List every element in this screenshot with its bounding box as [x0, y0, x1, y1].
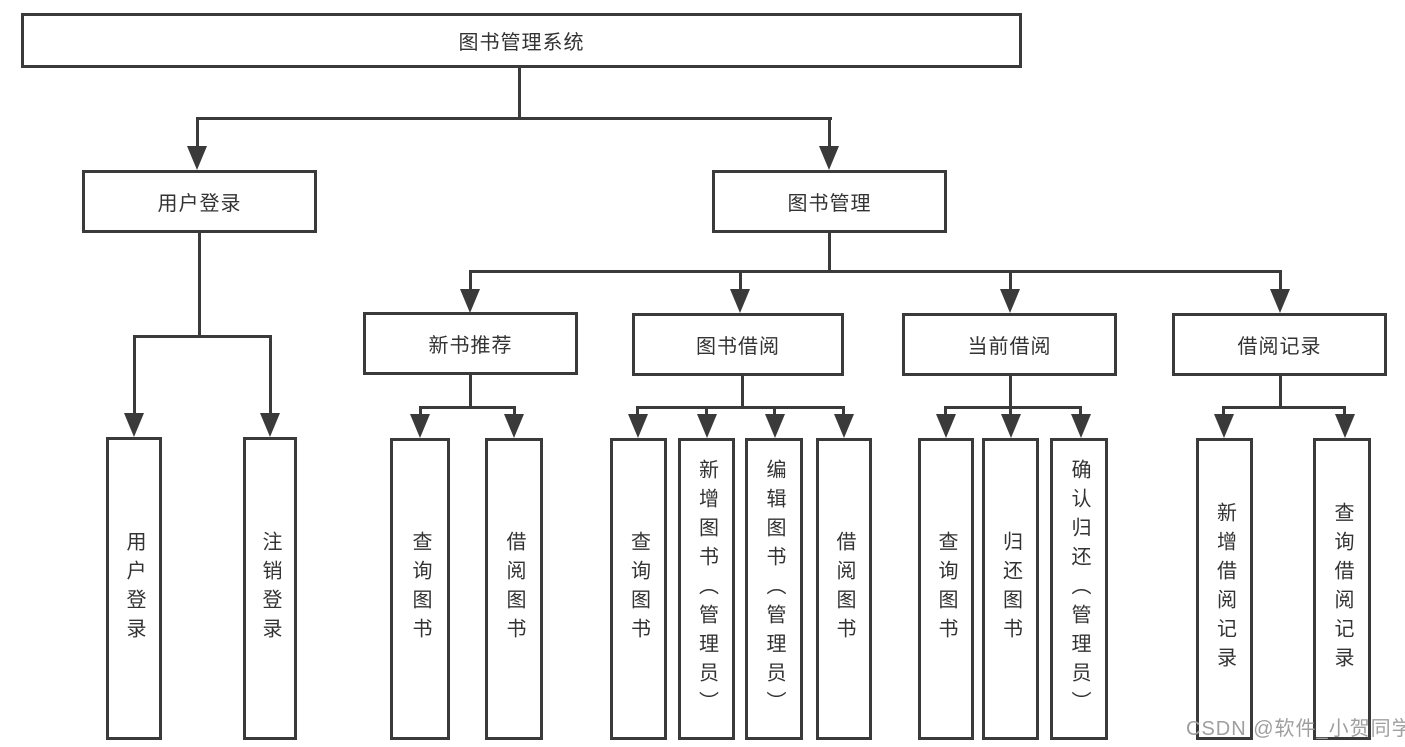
arrowhead-icon	[410, 414, 430, 438]
connector-line	[513, 406, 516, 416]
arrowhead-icon	[124, 413, 144, 437]
node-label: 归还图书	[999, 531, 1022, 647]
node-label: 查询图书	[627, 531, 650, 647]
arrowhead-icon	[1335, 414, 1355, 438]
connector-line	[1222, 406, 1225, 416]
node-label: 用户登录	[157, 193, 242, 215]
leaf-user-login: 用户登录	[106, 437, 162, 740]
connector-line	[1009, 270, 1012, 290]
node-label: 编辑图书（管理员）	[763, 458, 785, 720]
arrowhead-icon	[834, 414, 854, 438]
watermark: CSDN @软件_小贺同学	[1186, 718, 1405, 740]
connector-line	[739, 270, 742, 290]
node-label: 图书管理系统	[458, 32, 585, 54]
connector-line	[1079, 406, 1082, 416]
node-label: 新增借阅记录	[1213, 502, 1236, 676]
connector-line	[419, 406, 516, 409]
connector-line	[773, 406, 776, 416]
connector-line	[1009, 406, 1012, 416]
leaf-borrow-edit-admin: 编辑图书（管理员）	[745, 438, 803, 740]
arrowhead-icon	[260, 413, 280, 437]
node-borrow-records: 借阅记录	[1172, 313, 1387, 376]
connector-line	[196, 117, 199, 147]
connector-line	[196, 117, 832, 120]
connector-line	[705, 406, 708, 416]
node-label: 新增图书（管理员）	[695, 458, 718, 720]
node-label: 借阅图书	[833, 531, 855, 647]
connector-line	[133, 335, 136, 414]
node-book-borrow: 图书借阅	[632, 313, 844, 376]
node-label: 查询图书	[409, 531, 431, 647]
connector-line	[1279, 376, 1282, 408]
arrowhead-icon	[1000, 289, 1020, 313]
node-label: 确认归还（管理员）	[1068, 458, 1090, 720]
arrowhead-icon	[187, 146, 207, 170]
node-label: 新书推荐	[428, 335, 513, 357]
connector-line	[1279, 270, 1282, 290]
arrowhead-icon	[1214, 414, 1234, 438]
arrowhead-icon	[460, 289, 480, 313]
leaf-newbook-borrow: 借阅图书	[485, 438, 543, 740]
connector-line	[469, 375, 472, 408]
leaf-records-query: 查询借阅记录	[1313, 438, 1371, 740]
leaf-newbook-query: 查询图书	[390, 438, 450, 740]
arrowhead-icon	[1071, 414, 1091, 438]
connector-line	[944, 406, 1082, 409]
arrowhead-icon	[504, 414, 524, 438]
connector-line	[419, 406, 422, 416]
leaf-borrow-query: 查询图书	[610, 438, 667, 740]
node-label: 当前借阅	[967, 336, 1052, 358]
leaf-records-add: 新增借阅记录	[1196, 438, 1253, 740]
arrowhead-icon	[936, 414, 956, 438]
connector-line	[944, 406, 947, 416]
connector-line	[842, 406, 845, 416]
node-label: 用户登录	[123, 530, 145, 647]
connector-line	[1222, 406, 1346, 409]
arrowhead-icon	[730, 289, 750, 313]
connector-line	[828, 233, 831, 273]
connector-line	[828, 117, 831, 147]
leaf-current-return: 归还图书	[982, 438, 1039, 740]
connector-line	[636, 406, 845, 409]
connector-line	[469, 270, 1282, 273]
arrowhead-icon	[819, 146, 839, 170]
connector-line	[518, 68, 521, 118]
node-new-book-recommend: 新书推荐	[363, 312, 578, 375]
node-label: 图书借阅	[696, 336, 780, 358]
node-current-borrow: 当前借阅	[902, 313, 1117, 376]
leaf-borrow-add-admin: 新增图书（管理员）	[678, 438, 735, 740]
node-user-login: 用户登录	[82, 170, 317, 233]
leaf-logout: 注销登录	[243, 437, 297, 740]
arrowhead-icon	[628, 414, 648, 438]
node-label: 借阅记录	[1237, 336, 1322, 358]
connector-line	[1343, 406, 1346, 416]
node-label: 借阅图书	[503, 531, 525, 647]
node-book-management: 图书管理	[712, 170, 947, 233]
connector-line	[133, 335, 272, 338]
node-label: 查询图书	[935, 531, 957, 647]
connector-line	[741, 376, 744, 408]
connector-line	[198, 233, 201, 338]
connector-line	[269, 335, 272, 414]
connector-line	[469, 270, 472, 290]
arrowhead-icon	[765, 414, 785, 438]
node-root: 图书管理系统	[21, 13, 1022, 68]
leaf-borrow-borrow: 借阅图书	[816, 438, 872, 740]
node-label: 图书管理	[787, 193, 872, 215]
leaf-current-confirm-admin: 确认归还（管理员）	[1050, 438, 1108, 740]
arrowhead-icon	[1270, 289, 1290, 313]
node-label: 注销登录	[259, 530, 281, 647]
connector-line	[636, 406, 639, 416]
connector-line	[1009, 376, 1012, 408]
arrowhead-icon	[1001, 414, 1021, 438]
node-label: 查询借阅记录	[1331, 502, 1353, 676]
leaf-current-query: 查询图书	[918, 438, 974, 740]
arrowhead-icon	[697, 414, 717, 438]
